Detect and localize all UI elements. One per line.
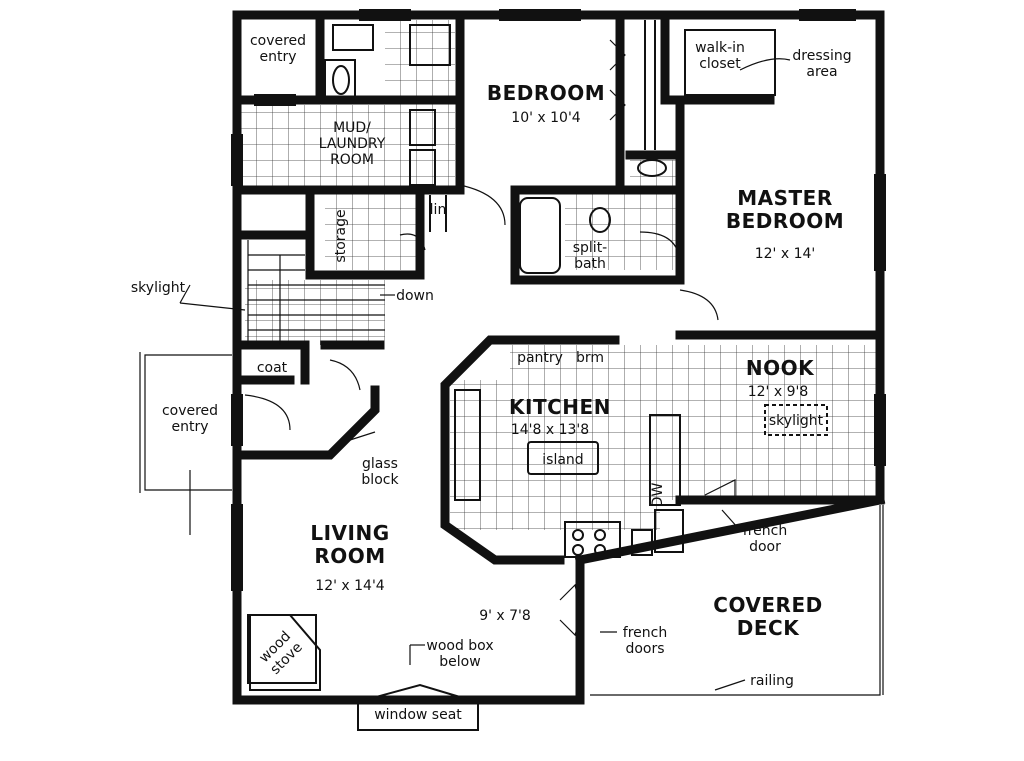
bedroom-dim: 10' x 10'4 [511,110,581,126]
wood-stove-label: woodstove [256,628,306,678]
window-seat-label: window seat [374,707,462,723]
kitchen-dim: 14'8 x 13'8 [511,422,589,438]
island-label: island [542,452,583,468]
broom-label: brm [576,350,604,366]
skylight-left-label: skylight [131,280,186,296]
living-room-dim: 12' x 14'4 [315,578,385,594]
storage-label: storage [333,209,349,262]
nook-label: NOOK [746,356,815,380]
down-label: down [396,288,434,304]
skylight-nook-label: skylight [769,413,824,429]
pantry-label: pantry [517,350,563,366]
dishwasher-label: DW [650,483,666,508]
split-bath-label: split-bath [573,240,608,272]
fixtures [139,9,886,731]
master-bedroom-dim: 12' x 14' [755,246,816,262]
coat-label: coat [257,360,288,376]
interior-walls [232,10,885,565]
nook-dim: 12' x 9'8 [748,384,809,400]
railing-label: railing [750,673,794,689]
linen-label: lin [430,202,447,218]
bedroom-label: BEDROOM [487,81,605,105]
kitchen-label: KITCHEN [509,395,611,419]
deck-dim: 9' x 7'8 [479,608,531,624]
